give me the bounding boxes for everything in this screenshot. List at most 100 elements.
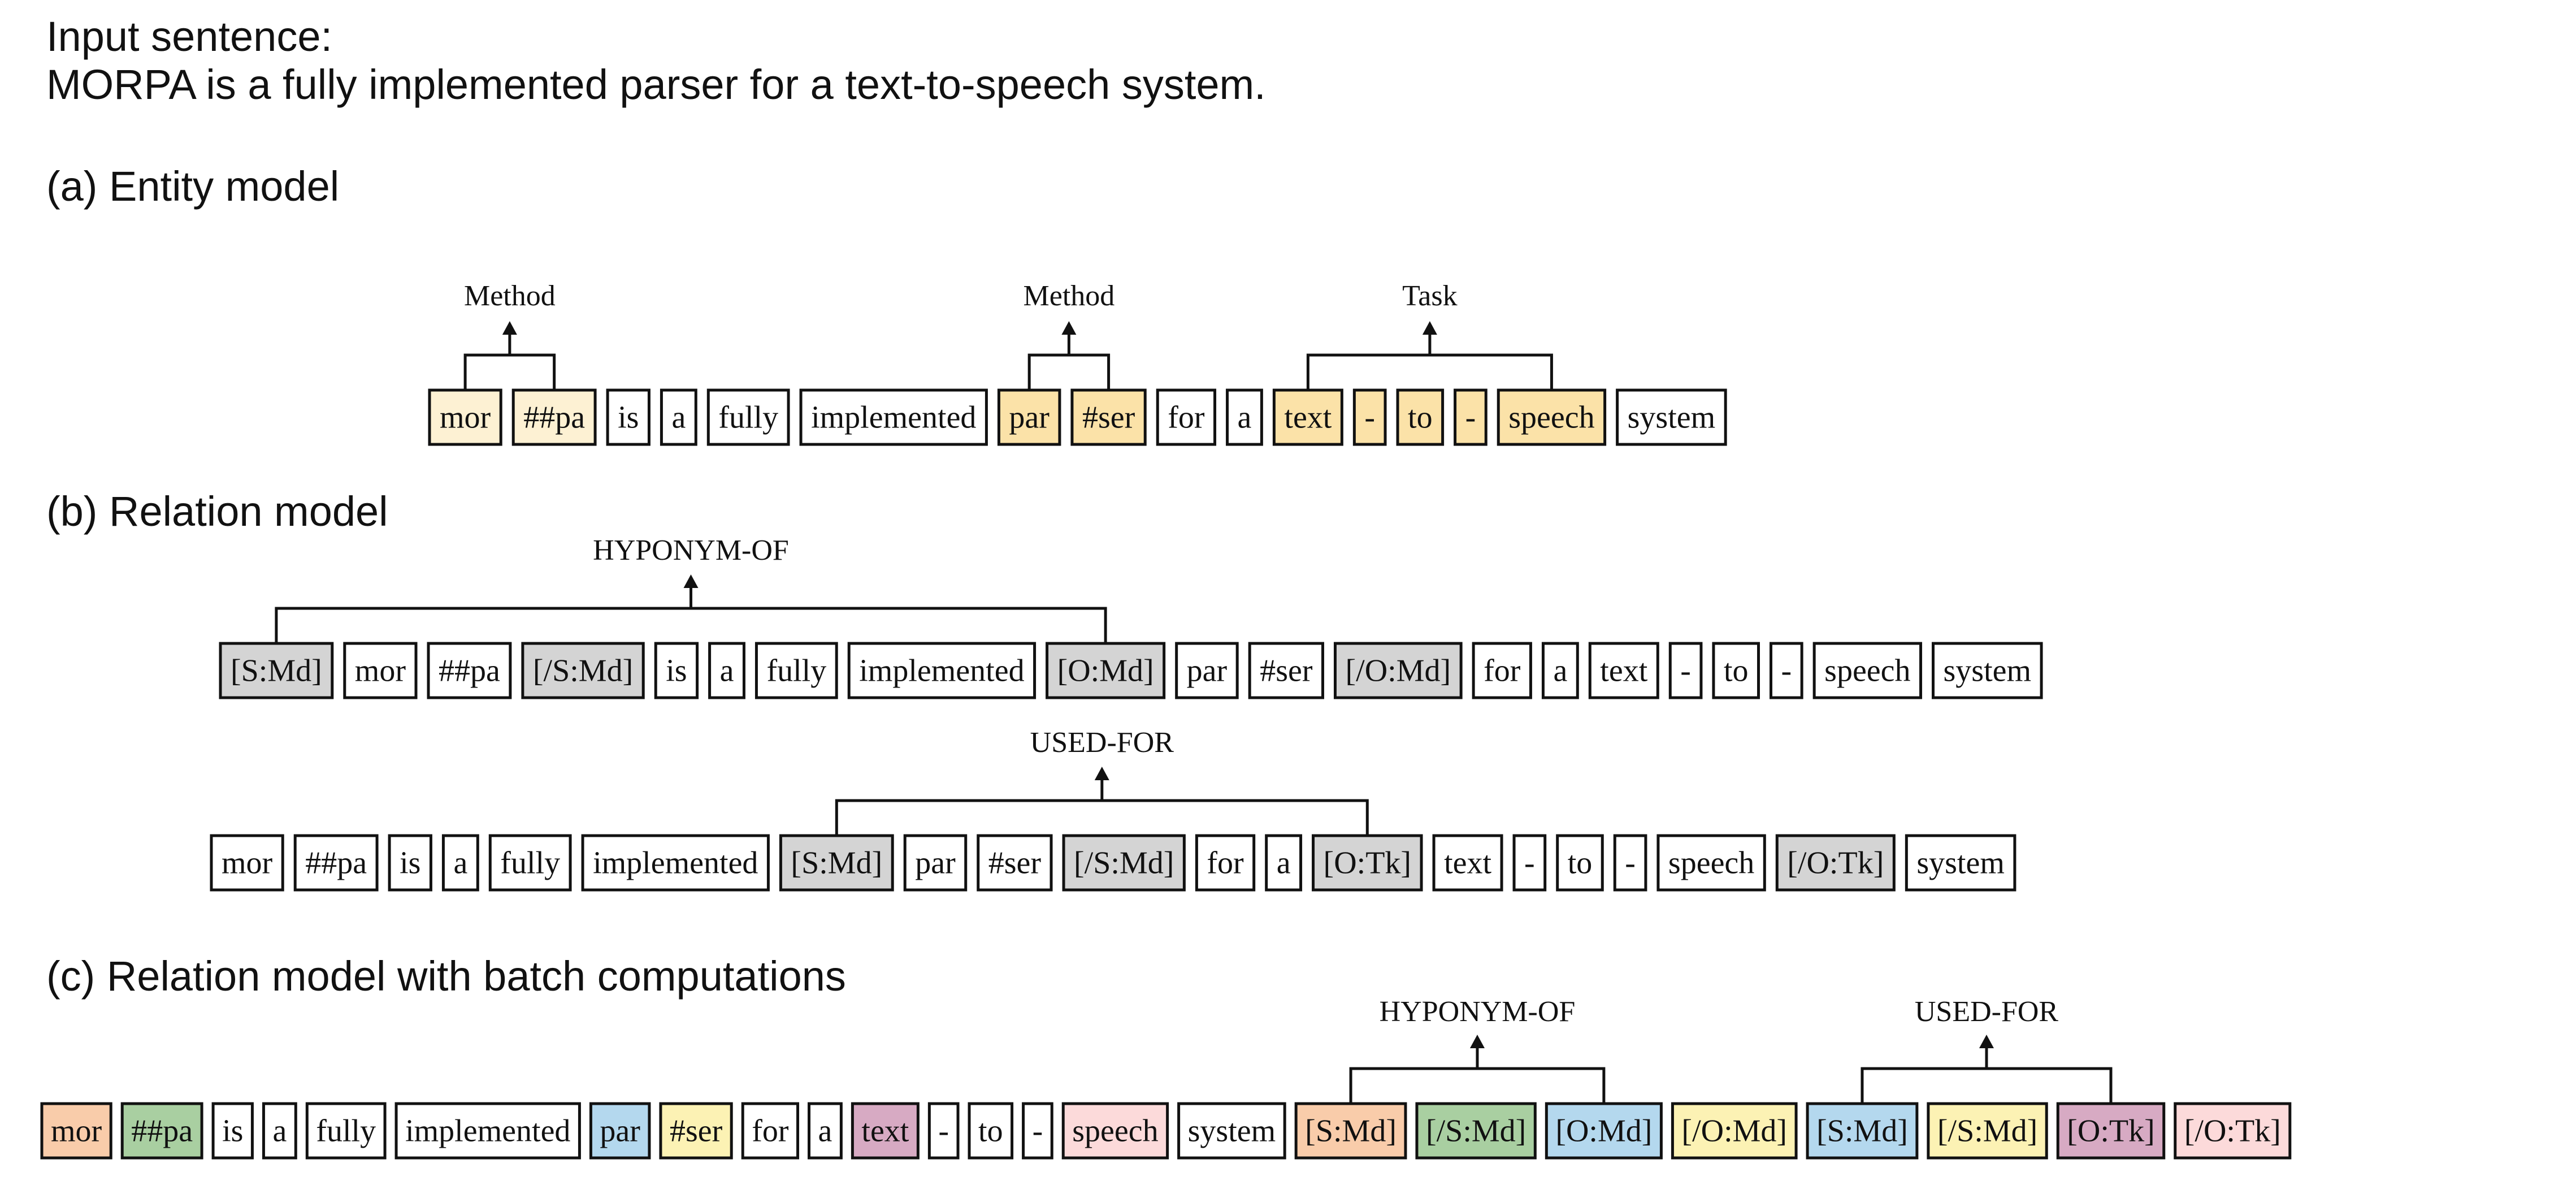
token-box bbox=[305, 1102, 387, 1160]
token-box bbox=[1497, 388, 1607, 446]
token-label: for bbox=[1207, 845, 1244, 880]
token-box bbox=[1905, 834, 2016, 892]
section-heading-batch: (c) Relation model with batch computatio… bbox=[46, 953, 846, 1000]
token-label: [/S:Md] bbox=[1426, 1113, 1526, 1148]
bracket-line bbox=[463, 353, 556, 390]
token-label: a bbox=[671, 400, 686, 435]
token-box bbox=[799, 388, 988, 446]
token-label: [S:Md] bbox=[231, 653, 322, 688]
token-label: system bbox=[1944, 653, 2032, 688]
token-label: #ser bbox=[1082, 400, 1135, 435]
token-box bbox=[1927, 1102, 2048, 1160]
token-box bbox=[1022, 1102, 1053, 1160]
token-label: a bbox=[1238, 400, 1252, 435]
token-box bbox=[660, 388, 697, 446]
token-label: to bbox=[978, 1113, 1003, 1148]
token-box bbox=[1454, 388, 1488, 446]
token-label: [S:Md] bbox=[1305, 1113, 1397, 1148]
token-label: speech bbox=[1508, 400, 1594, 435]
token-box bbox=[1061, 1102, 1169, 1160]
token-label: ##pa bbox=[439, 653, 500, 688]
token-label: a bbox=[1553, 653, 1567, 688]
token-box bbox=[927, 1102, 960, 1160]
token-box bbox=[708, 642, 745, 699]
token-label: par bbox=[1009, 400, 1050, 435]
relation-label: USED-FOR bbox=[1915, 996, 2059, 1028]
bracket-line bbox=[1349, 1067, 1606, 1104]
token-box bbox=[1712, 642, 1760, 699]
token-label: speech bbox=[1072, 1113, 1158, 1148]
token-label: [O:Md] bbox=[1555, 1113, 1652, 1148]
token-box bbox=[1272, 388, 1343, 446]
token-box bbox=[1512, 834, 1547, 892]
token-label: [/O:Md] bbox=[1345, 653, 1451, 688]
token-box bbox=[1415, 1102, 1537, 1160]
token-box bbox=[394, 1102, 581, 1160]
token-box bbox=[219, 642, 334, 699]
token-box bbox=[1588, 642, 1659, 699]
token-label: a bbox=[818, 1113, 832, 1148]
token-label: ##pa bbox=[131, 1113, 193, 1148]
token-box bbox=[1775, 834, 1896, 892]
token-label: [O:Tk] bbox=[1324, 845, 1412, 880]
token-box bbox=[293, 834, 379, 892]
token-box bbox=[754, 642, 838, 699]
token-box bbox=[1265, 834, 1303, 892]
token-label: - bbox=[1524, 845, 1535, 880]
token-box bbox=[428, 388, 502, 446]
token-label: is bbox=[666, 653, 687, 688]
token-box bbox=[211, 1102, 254, 1160]
token-label: for bbox=[752, 1113, 789, 1148]
token-box bbox=[1432, 834, 1503, 892]
token-box bbox=[1352, 388, 1387, 446]
relation-label: Task bbox=[1402, 280, 1457, 312]
token-label: speech bbox=[1668, 845, 1754, 880]
token-box bbox=[1333, 642, 1463, 699]
token-label: [/S:Md] bbox=[1074, 845, 1174, 880]
token-label: [S:Md] bbox=[791, 845, 882, 880]
token-label: text bbox=[1444, 845, 1491, 880]
token-box bbox=[847, 642, 1037, 699]
token-label: system bbox=[1916, 845, 2005, 880]
up-arrow-icon bbox=[502, 321, 517, 335]
relation-bracket: Method bbox=[463, 280, 556, 390]
relation-bracket: Method bbox=[1024, 280, 1115, 390]
token-label: [/S:Md] bbox=[1937, 1113, 2037, 1148]
token-label: to bbox=[1568, 845, 1593, 880]
relation-label: Method bbox=[1024, 280, 1115, 312]
token-box bbox=[1613, 834, 1647, 892]
token-label: implemented bbox=[405, 1113, 570, 1148]
token-box bbox=[706, 388, 790, 446]
token-label: mor bbox=[222, 845, 273, 880]
token-box bbox=[1070, 388, 1147, 446]
token-label: fully bbox=[718, 400, 778, 435]
token-box bbox=[1806, 1102, 1919, 1160]
token-label: par bbox=[600, 1113, 640, 1148]
token-label: implemented bbox=[859, 653, 1024, 688]
token-label: - bbox=[1033, 1113, 1043, 1148]
token-box bbox=[903, 834, 968, 892]
token-label: [O:Md] bbox=[1057, 653, 1154, 688]
token-box bbox=[388, 834, 432, 892]
token-box bbox=[1177, 1102, 1286, 1160]
token-label: for bbox=[1168, 400, 1205, 435]
token-box bbox=[1226, 388, 1263, 446]
token-label: #ser bbox=[988, 845, 1042, 880]
relation-label: HYPONYM-OF bbox=[1380, 996, 1576, 1028]
token-box bbox=[1656, 834, 1766, 892]
section-heading-relation: (b) Relation model bbox=[46, 488, 388, 535]
token-box bbox=[808, 1102, 843, 1160]
token-box bbox=[1248, 642, 1324, 699]
token-label: system bbox=[1628, 400, 1716, 435]
token-label: par bbox=[915, 845, 956, 880]
token-label: [O:Tk] bbox=[2067, 1113, 2155, 1148]
token-box bbox=[741, 1102, 800, 1160]
token-label: [/O:Md] bbox=[1681, 1113, 1787, 1148]
token-box bbox=[40, 1102, 112, 1160]
token-box bbox=[1556, 834, 1604, 892]
up-arrow-icon bbox=[1061, 321, 1077, 335]
token-label: mor bbox=[51, 1113, 102, 1148]
